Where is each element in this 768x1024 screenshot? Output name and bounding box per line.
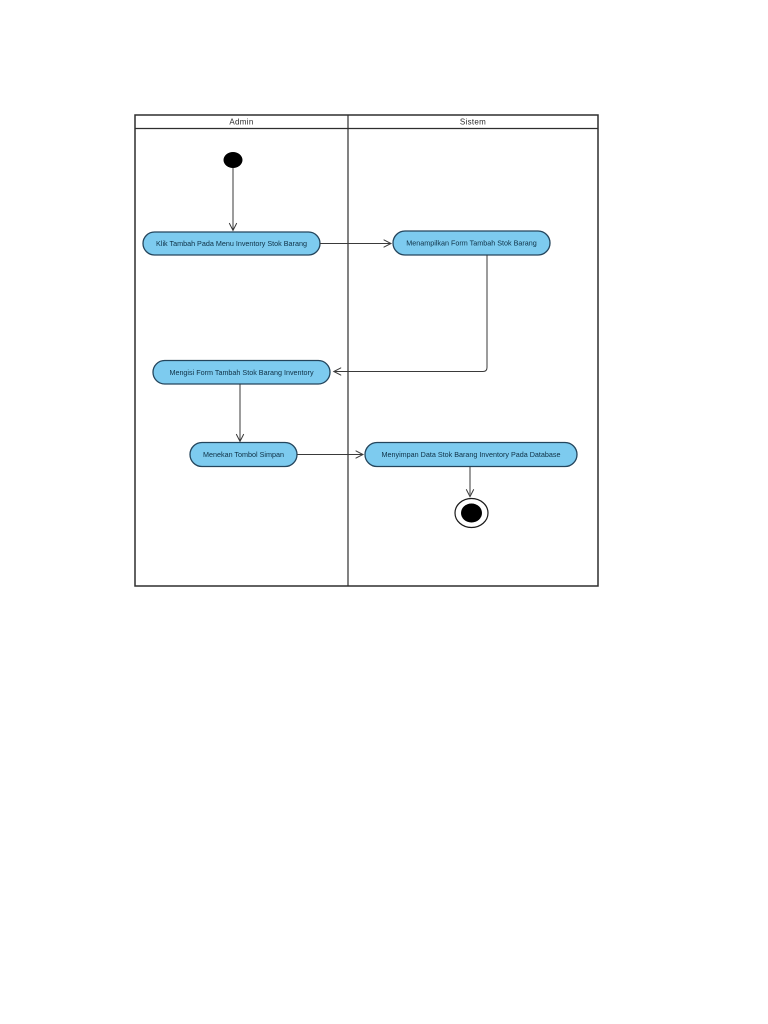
activity-shape — [392, 230, 551, 256]
activity-menekan-tombol-simpan: Menekan Tombol Simpan — [189, 441, 298, 468]
lane-header-admin: Admin — [229, 118, 253, 127]
final-node-inner-dot — [461, 503, 482, 523]
edge-activity3-to-activity4 — [235, 384, 245, 443]
edge-activity4-to-activity5 — [297, 450, 365, 459]
activity-mengisi-form: Mengisi Form Tambah Stok Barang Inventor… — [152, 359, 331, 385]
activity-shape — [364, 441, 578, 468]
activity-label: Mengisi Form Tambah Stok Barang Inventor… — [169, 368, 313, 377]
edge-activity2-to-activity3 — [332, 255, 488, 376]
swimlane-frame — [134, 114, 599, 587]
edge-line — [334, 255, 488, 372]
initial-node — [223, 152, 243, 168]
arrowhead-left — [332, 367, 342, 376]
arrowhead-down — [465, 489, 475, 498]
arrowhead-right — [383, 239, 393, 248]
final-node — [454, 497, 489, 529]
activity-label: Menyimpan Data Stok Barang Inventory Pad… — [382, 450, 561, 459]
arrowhead-down — [235, 433, 245, 443]
activity-shape — [152, 359, 331, 385]
activity-label: Menampilkan Form Tambah Stok Barang — [406, 239, 537, 248]
activity-label: Menekan Tombol Simpan — [203, 450, 284, 459]
activity-menyimpan-data: Menyimpan Data Stok Barang Inventory Pad… — [364, 441, 578, 468]
edge-activity5-to-final — [465, 466, 475, 498]
edge-initial-to-activity1 — [228, 168, 238, 232]
edge-activity1-to-activity2 — [320, 239, 393, 248]
activity-menampilkan-form: Menampilkan Form Tambah Stok Barang — [392, 230, 551, 256]
activity-label: Klik Tambah Pada Menu Inventory Stok Bar… — [156, 239, 307, 248]
activity-klik-tambah: Klik Tambah Pada Menu Inventory Stok Bar… — [142, 231, 321, 256]
arrowhead-right — [355, 450, 365, 459]
arrowhead-down — [228, 222, 238, 232]
lane-header-sistem: Sistem — [460, 118, 486, 127]
